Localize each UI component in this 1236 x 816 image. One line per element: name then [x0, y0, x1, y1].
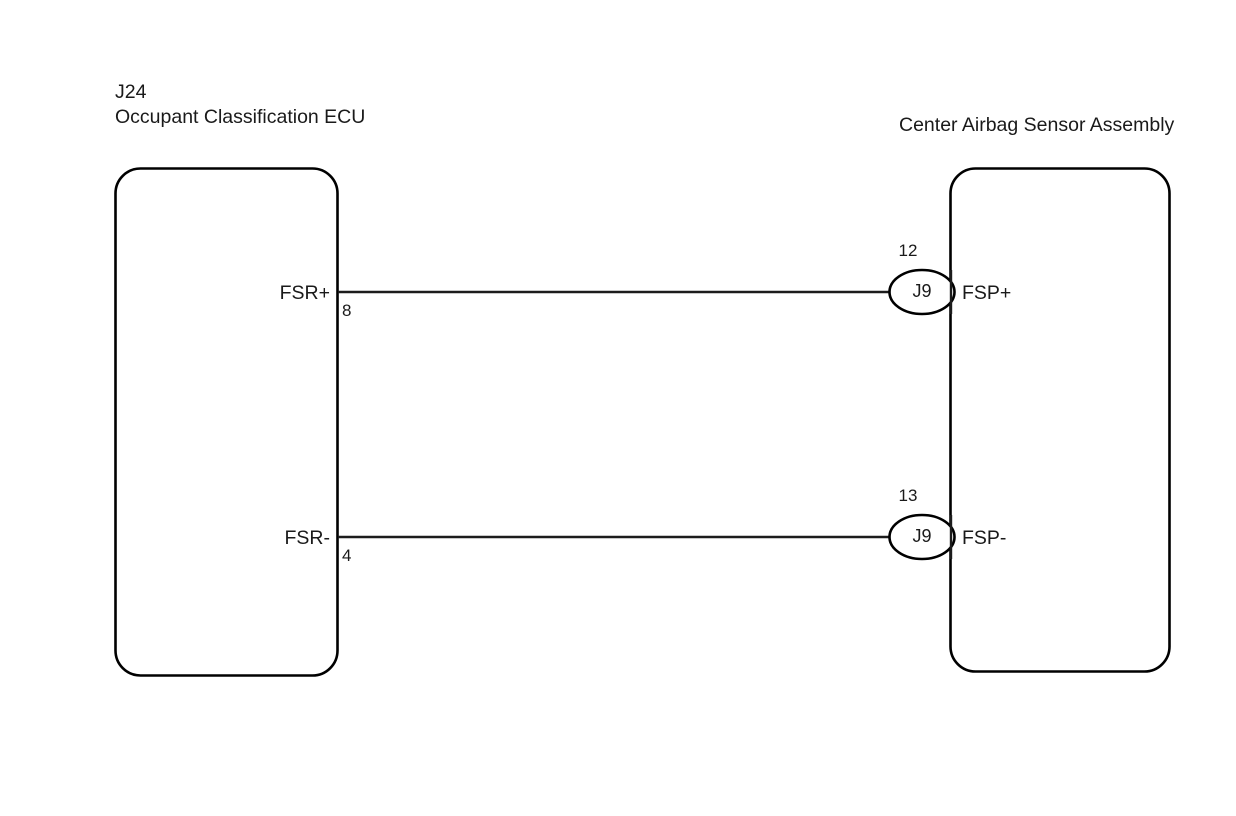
pin-number-12: 12 — [898, 241, 918, 260]
left-ecu-box — [114, 167, 339, 677]
pin-number-8: 8 — [342, 301, 352, 320]
connector-ellipse-j9-pin13 — [888, 513, 956, 561]
right-unit-name: Center Airbag Sensor Assembly — [899, 114, 1175, 136]
connector-label-j9-pin13: J9 — [912, 526, 932, 546]
left-unit-header: J24 Occupant Classification ECU — [115, 80, 365, 130]
connector-label-j9-pin12: J9 — [912, 281, 932, 301]
connector-ellipse-j9-pin12 — [888, 268, 956, 316]
pin-number-4: 4 — [342, 546, 352, 565]
left-unit-name: Occupant Classification ECU — [115, 105, 366, 128]
terminal-label-fsr-minus: FSR- — [284, 527, 331, 549]
left-unit-connector-code: J24 — [115, 81, 147, 103]
terminal-label-fsp-plus: FSP+ — [962, 282, 1012, 304]
terminal-label-fsr-plus: FSR+ — [279, 282, 330, 304]
right-sensor-box — [949, 167, 1171, 673]
pin-number-13: 13 — [898, 486, 918, 505]
terminal-label-fsp-minus: FSP- — [962, 527, 1007, 549]
